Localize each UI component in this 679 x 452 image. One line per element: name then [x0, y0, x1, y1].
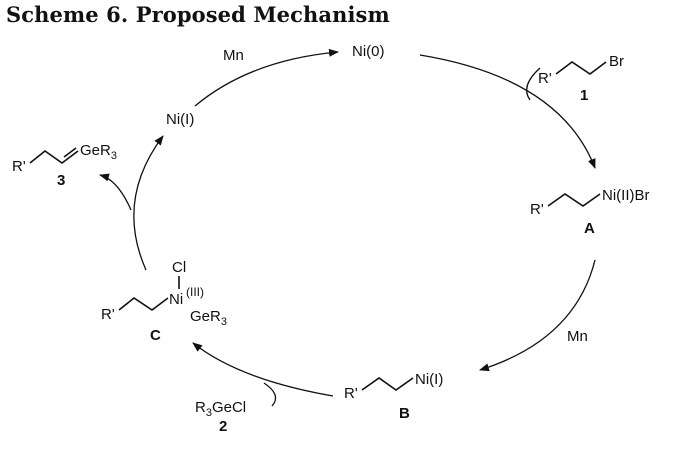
reagent-2: R3GeCl 2: [195, 399, 246, 435]
A-identifier: A: [584, 220, 595, 237]
mn-right-label: Mn: [567, 328, 588, 345]
product-3: R' GeR3 3: [12, 142, 117, 189]
product-3-germyl-subscript: 3: [111, 150, 117, 162]
arrow-product-3-out: [99, 173, 132, 211]
reagent-2-subscript: 3: [206, 407, 212, 419]
C-nickel: Ni: [169, 291, 183, 308]
C-germyl: GeR3: [190, 308, 227, 328]
ni0-label: Ni(0): [352, 43, 385, 60]
arrow-ni0-to-A: [419, 54, 596, 169]
substrate-1: R' Br 1: [538, 53, 624, 104]
arrow-substrate-1-in: [526, 67, 541, 101]
substrate-1-r-group: R': [538, 70, 552, 87]
product-3-germyl: GeR3: [80, 142, 117, 162]
C-oxidation-state: (III): [186, 285, 204, 299]
C-germyl-subscript: 3: [221, 316, 227, 328]
intermediate-A: R' Ni(II)Br A: [530, 187, 650, 237]
substrate-1-bromine: Br: [609, 53, 624, 70]
C-r-group: R': [101, 306, 115, 323]
A-r-group: R': [530, 201, 544, 218]
product-3-double-bond: [63, 147, 77, 158]
reagent-2-rest: GeCl: [212, 399, 246, 416]
arrow-C-to-ni1: [133, 135, 164, 271]
arrow-ni1-to-ni0: [194, 48, 339, 107]
arrow-A-to-B: [479, 259, 596, 372]
reagent-2-number: 2: [219, 418, 227, 435]
A-bonds: [547, 193, 601, 207]
C-bonds: [118, 297, 169, 311]
arrow-B-to-C: [192, 342, 334, 397]
scheme-title: Scheme 6. Proposed Mechanism: [6, 2, 390, 27]
product-3-r-group: R': [12, 158, 26, 175]
B-bonds: [361, 377, 414, 391]
A-metal: Ni(II)Br: [602, 187, 650, 204]
reagent-2-formula: R3GeCl: [195, 399, 246, 419]
C-germyl-text: GeR: [190, 308, 221, 325]
B-r-group: R': [344, 385, 358, 402]
ni1-label: Ni(I): [166, 111, 194, 128]
product-3-germyl-text: GeR: [80, 142, 111, 159]
C-chlorine: Cl: [172, 259, 186, 276]
reagent-2-r: R: [195, 399, 206, 416]
C-identifier: C: [150, 327, 161, 344]
arrow-reagent-2-in: [263, 382, 277, 407]
substrate-1-bonds: [555, 61, 607, 75]
mn-top-label: Mn: [223, 47, 244, 64]
intermediate-B: R' Ni(I) B: [344, 371, 443, 422]
intermediate-C: Cl R' Ni (III) GeR3 C: [101, 259, 227, 344]
B-identifier: B: [399, 405, 410, 422]
product-3-number: 3: [57, 172, 65, 189]
B-metal: Ni(I): [415, 371, 443, 388]
product-3-bonds: [29, 149, 79, 164]
substrate-1-number: 1: [580, 87, 588, 104]
